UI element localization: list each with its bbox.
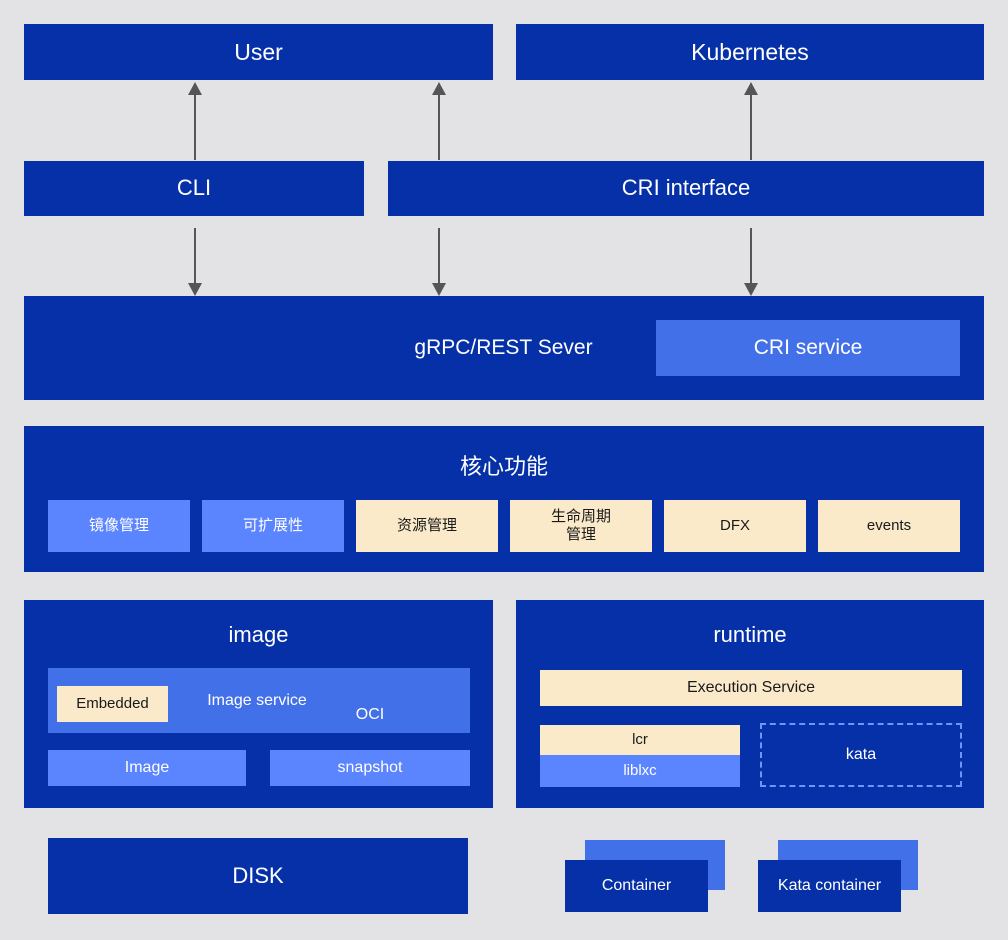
node-embedded: Embedded bbox=[57, 686, 168, 722]
core-chip-events: events bbox=[818, 500, 960, 552]
node-cli: CLI bbox=[24, 161, 364, 216]
node-liblxc-label: liblxc bbox=[623, 761, 657, 779]
node-image-store-label: Image bbox=[124, 759, 170, 777]
core-chip-label: 镜像管理 bbox=[88, 516, 149, 534]
node-image-store: Image bbox=[48, 750, 246, 786]
node-lcr: lcr bbox=[540, 725, 740, 755]
node-container: Container bbox=[565, 860, 708, 912]
node-disk-label: DISK bbox=[232, 862, 284, 888]
arrow-down-cri-to-cri-service bbox=[744, 228, 758, 296]
node-cri-service-label: CRI service bbox=[753, 336, 863, 360]
node-kata-container-label: Kata container bbox=[777, 877, 882, 895]
image-service-label: Image service bbox=[207, 692, 307, 709]
node-execution-service-label: Execution Service bbox=[686, 679, 816, 697]
node-kubernetes: Kubernetes bbox=[516, 24, 984, 80]
core-chip-extensibility: 可扩展性 bbox=[202, 500, 344, 552]
core-chip-label: 资源管理 bbox=[396, 516, 457, 534]
node-user: User bbox=[24, 24, 493, 80]
core-chip-label: 可扩展性 bbox=[242, 516, 303, 534]
node-cri-service: CRI service bbox=[656, 320, 960, 376]
node-cli-label: CLI bbox=[176, 175, 212, 201]
node-lcr-label: lcr bbox=[632, 730, 648, 748]
oci-label: OCI bbox=[355, 706, 385, 723]
node-cri-interface-label: CRI interface bbox=[621, 175, 751, 201]
core-chip-dfx: DFX bbox=[664, 500, 806, 552]
arrow-up-cri-to-kubernetes bbox=[744, 82, 758, 160]
arrow-up-cri-to-user bbox=[432, 82, 446, 160]
node-snapshot-label: snapshot bbox=[337, 759, 403, 777]
arrow-down-cli-to-server bbox=[188, 228, 202, 296]
image-panel-title: image bbox=[228, 622, 289, 647]
core-chip-resource-management: 资源管理 bbox=[356, 500, 498, 552]
node-kata: kata bbox=[760, 723, 962, 787]
node-embedded-label: Embedded bbox=[76, 694, 149, 712]
node-kata-container: Kata container bbox=[758, 860, 901, 912]
node-execution-service: Execution Service bbox=[540, 670, 962, 706]
arrow-up-cli-to-user bbox=[188, 82, 202, 160]
arrow-down-cri-to-server bbox=[432, 228, 446, 296]
core-chip-label: 生命周期 管理 bbox=[550, 507, 611, 543]
server-label: gRPC/REST Sever bbox=[414, 336, 593, 359]
node-container-label: Container bbox=[601, 877, 672, 895]
node-kata-label: kata bbox=[845, 746, 877, 764]
runtime-panel-title: runtime bbox=[713, 622, 787, 647]
core-chip-label: events bbox=[866, 516, 912, 534]
node-user-label: User bbox=[234, 38, 283, 65]
node-cri-interface: CRI interface bbox=[388, 161, 984, 216]
core-chip-label: DFX bbox=[720, 516, 750, 534]
node-kubernetes-label: Kubernetes bbox=[691, 38, 809, 65]
node-disk: DISK bbox=[48, 838, 468, 914]
node-snapshot: snapshot bbox=[270, 750, 470, 786]
core-chip-image-management: 镜像管理 bbox=[48, 500, 190, 552]
core-functions-title: 核心功能 bbox=[459, 454, 548, 479]
node-liblxc: liblxc bbox=[540, 755, 740, 787]
core-chip-lifecycle-management: 生命周期 管理 bbox=[510, 500, 652, 552]
